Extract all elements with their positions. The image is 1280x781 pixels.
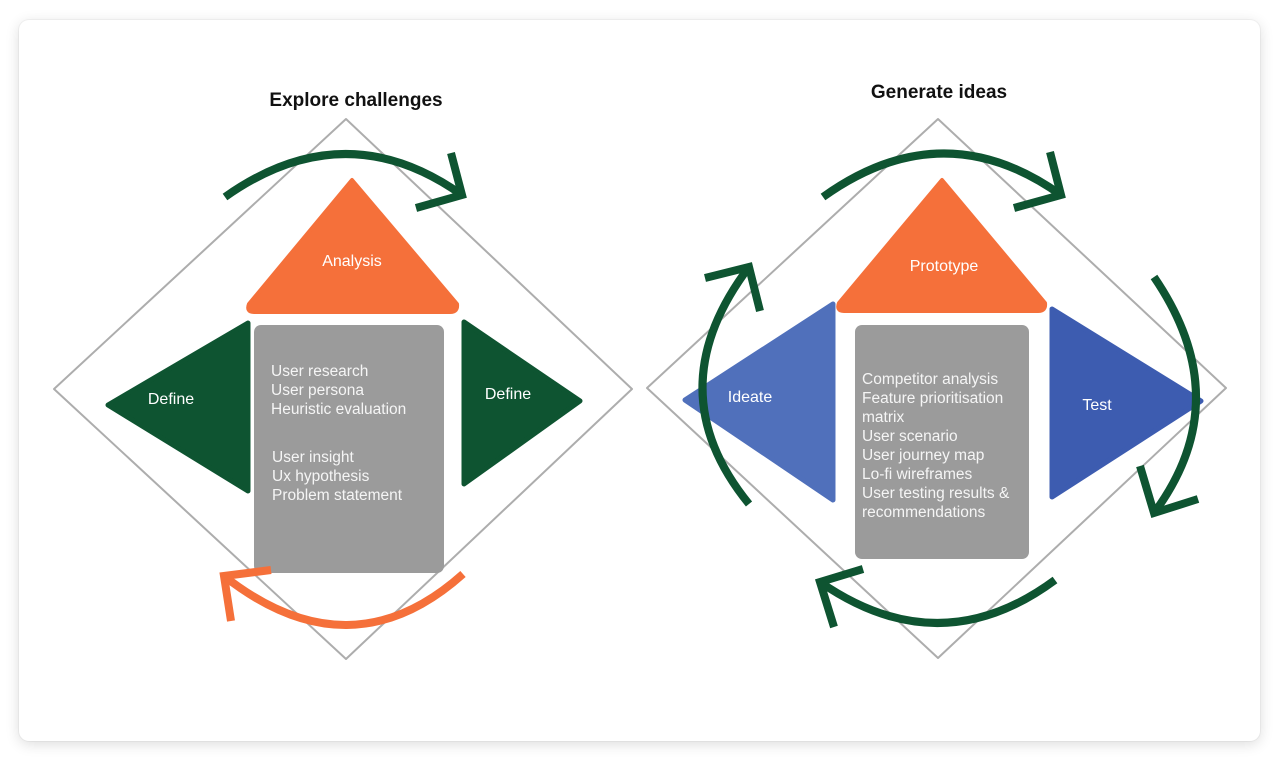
- prototype-triangle: [836, 178, 1048, 313]
- list-item: User scenario: [862, 428, 958, 445]
- define-right-triangle: [461, 319, 583, 487]
- left-top-cycle-arrow: [222, 150, 467, 212]
- list-item: Ux hypothesis: [272, 468, 370, 485]
- right-top-cycle-arrow: [820, 149, 1066, 212]
- right-diamond-outline: [646, 118, 1227, 659]
- generate-ideas-title: Generate ideas: [871, 82, 1007, 103]
- list-item: User insight: [272, 449, 355, 466]
- define-left-triangle: [105, 320, 251, 494]
- list-item: Problem statement: [272, 487, 403, 504]
- define-left-label: Define: [148, 391, 194, 408]
- list-item: User persona: [271, 382, 364, 399]
- list-item: User research: [271, 363, 368, 380]
- left-side-cycle-arrow: [698, 262, 764, 507]
- list-item: Heuristic evaluation: [271, 401, 406, 418]
- analysis-label: Analysis: [322, 253, 382, 270]
- list-item: Feature prioritisation: [862, 390, 1003, 407]
- explore-challenges-title: Explore challenges: [269, 90, 442, 111]
- list-item: User journey map: [862, 447, 984, 464]
- prototype-label: Prototype: [910, 258, 979, 275]
- right-methods-box: [855, 325, 1029, 559]
- list-item: Competitor analysis: [862, 371, 998, 388]
- right-bottom-cycle-arrow: [814, 565, 1058, 629]
- ideate-label: Ideate: [728, 389, 773, 406]
- analysis-triangle: [246, 178, 460, 314]
- list-item: recommendations: [862, 504, 985, 521]
- list-item: Lo-fi wireframes: [862, 466, 972, 483]
- left-diamond-outline: [53, 118, 633, 660]
- generate-ideas-diagram: Generate ideas Prototype Ideate Test Com…: [646, 82, 1227, 659]
- list-item: matrix: [862, 409, 904, 426]
- left-bottom-return-arrow: [219, 566, 466, 629]
- test-label: Test: [1082, 397, 1112, 414]
- define-right-label: Define: [485, 386, 531, 403]
- ideate-triangle: [682, 301, 836, 503]
- explore-challenges-diagram: Explore challenges Analysis Define Defin…: [53, 90, 633, 660]
- test-triangle: [1049, 306, 1204, 500]
- left-methods-box: [254, 325, 444, 573]
- list-item: User testing results &: [862, 485, 1010, 502]
- right-side-cycle-arrow: [1136, 274, 1200, 519]
